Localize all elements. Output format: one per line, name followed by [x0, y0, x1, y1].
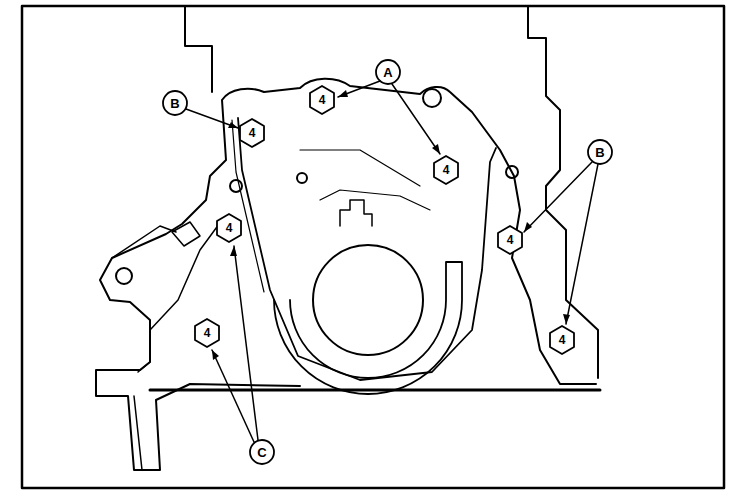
leader-line	[566, 164, 598, 324]
pump-body	[112, 220, 222, 330]
oil-pump-slot	[340, 200, 372, 226]
pump-boss	[172, 222, 200, 246]
block-bottom	[150, 389, 600, 392]
torque-value: 4	[507, 234, 514, 246]
torque-value: 4	[226, 222, 233, 234]
callout-letter: B	[595, 146, 604, 159]
arrowhead	[563, 314, 570, 324]
hole	[116, 268, 132, 284]
torque-value: 4	[443, 164, 450, 176]
bolt-hex	[195, 319, 219, 347]
arrowhead	[228, 122, 238, 128]
hole	[297, 173, 307, 183]
callout-circle	[250, 440, 274, 464]
bolt-hex	[550, 326, 574, 354]
bolt-hex	[498, 226, 522, 254]
hole	[230, 180, 242, 192]
bolt-hex	[434, 156, 458, 184]
callout-letter: A	[383, 66, 392, 79]
cover-outline	[96, 79, 596, 470]
leader-line	[212, 350, 254, 442]
arrowhead	[212, 350, 219, 360]
leader-line	[338, 81, 380, 97]
bolt-hex	[240, 119, 264, 147]
gasket-groove	[238, 118, 496, 380]
arrowhead	[230, 246, 237, 256]
callout-letter: C	[257, 446, 266, 459]
seal-housing	[274, 262, 462, 394]
bolt-hex	[310, 86, 334, 114]
leader-line	[186, 109, 238, 128]
leader-line	[234, 246, 258, 440]
leader-line	[524, 162, 592, 232]
hole	[506, 166, 518, 178]
callout-letter: B	[170, 97, 179, 110]
cover-ribs	[300, 150, 430, 210]
block-edge	[185, 6, 212, 92]
callout-circle	[163, 91, 187, 115]
torque-value: 4	[204, 327, 211, 339]
frame	[22, 6, 724, 488]
hole	[423, 89, 441, 107]
leader-line	[392, 84, 440, 154]
arrowhead	[338, 90, 348, 97]
bolt-hex	[217, 214, 241, 242]
crank-seal	[313, 245, 423, 355]
pipe-detail	[134, 362, 150, 470]
torque-value: 4	[319, 94, 326, 106]
callout-circle	[588, 140, 612, 164]
torque-value: 4	[249, 127, 256, 139]
arrowhead	[432, 144, 440, 154]
arrowhead	[524, 222, 532, 232]
torque-value: 4	[559, 334, 566, 346]
